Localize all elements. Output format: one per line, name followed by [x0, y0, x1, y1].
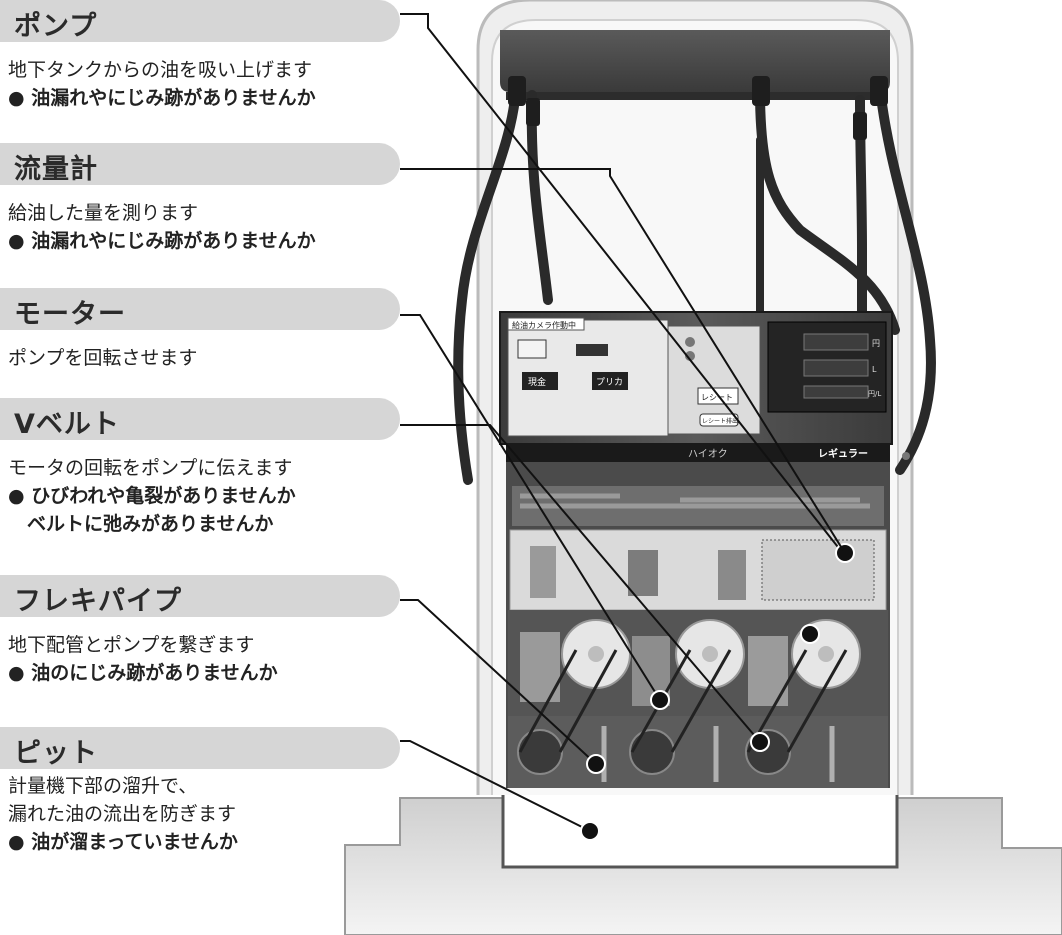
- grade-regular: レギュラー: [818, 447, 868, 460]
- btn-precard: プリカ: [596, 377, 623, 388]
- label-pill-1: ポンプ: [0, 0, 400, 42]
- leader-line-3: [400, 314, 661, 701]
- description-line: ベルトに弛みがありませんか: [8, 513, 274, 535]
- label-description-6: 計量機下部の溜升で、漏れた油の流出を防ぎます ● 油が溜まっていませんか: [8, 772, 238, 856]
- motor-pulleys: [517, 729, 791, 775]
- label-description-2: 給油した量を測ります ● 油漏れやにじみ跡がありませんか: [8, 199, 316, 255]
- leader-line-1: [400, 13, 846, 557]
- label-title: モーター: [14, 299, 126, 330]
- label-title: Vベルト: [14, 409, 120, 440]
- label-title: ピット: [14, 738, 98, 769]
- label-pill-6: ピット: [0, 727, 400, 769]
- label-title: 流量計: [14, 154, 98, 185]
- label-description-4: モータの回転をポンプに伝えます ● ひびわれや亀裂がありませんか ベルトに弛みがあ…: [8, 454, 296, 538]
- description-line: モータの回転をポンプに伝えます: [8, 457, 293, 479]
- description-line: 漏れた油の流出を防ぎます: [8, 803, 237, 825]
- leader-dot-3: [650, 690, 670, 710]
- btn-cash: 現金: [528, 376, 546, 388]
- grade-premium: ハイオク: [688, 448, 728, 460]
- label-pill-3: モーター: [0, 288, 400, 330]
- unit-yen-per-liter: 円/L: [868, 390, 881, 398]
- leader-line-5: [400, 599, 597, 765]
- leader-dot-5: [586, 754, 606, 774]
- description-line: ● 油が溜まっていませんか: [8, 831, 238, 853]
- unit-yen: 円: [872, 339, 880, 348]
- description-line: 地下タンクからの油を吸い上げます: [8, 59, 313, 81]
- camera-banner: 給油カメラ作動中: [512, 320, 576, 330]
- receipt-label: レシート: [701, 393, 733, 402]
- label-title: ポンプ: [14, 11, 98, 42]
- description-line: ● 油のにじみ跡がありませんか: [8, 662, 278, 684]
- description-line: ポンプを回転させます: [8, 347, 198, 369]
- label-description-5: 地下配管とポンプを繋ぎます ● 油のにじみ跡がありませんか: [8, 631, 278, 687]
- unit-liter: L: [872, 365, 877, 374]
- leader-line-4: [400, 424, 761, 743]
- leader-dot-1: [835, 543, 855, 563]
- label-pill-5: フレキパイプ: [0, 575, 400, 617]
- description-line: ● ひびわれや亀裂がありませんか: [8, 485, 296, 507]
- pit: [501, 783, 899, 869]
- leader-lines: [400, 13, 855, 841]
- description-line: ● 油漏れやにじみ跡がありませんか: [8, 230, 316, 252]
- label-description-1: 地下タンクからの油を吸い上げます ● 油漏れやにじみ跡がありませんか: [8, 56, 316, 112]
- description-line: ● 油漏れやにじみ跡がありませんか: [8, 87, 316, 109]
- label-description-3: ポンプを回転させます: [8, 344, 197, 372]
- leader-line-6: [400, 740, 591, 832]
- receipt-out: レシート排出: [702, 417, 738, 425]
- description-line: 計量機下部の溜升で、: [8, 775, 198, 797]
- leader-line-2: [400, 168, 844, 551]
- description-line: 給油した量を測ります: [8, 202, 199, 224]
- leader-dot-2: [800, 624, 820, 644]
- leader-dot-4: [750, 732, 770, 752]
- leader-dot-6: [580, 821, 600, 841]
- label-pill-2: 流量計: [0, 143, 400, 185]
- canopy: [500, 30, 890, 92]
- description-line: 地下配管とポンプを繋ぎます: [8, 634, 255, 656]
- label-pill-4: Vベルト: [0, 398, 400, 440]
- label-title: フレキパイプ: [14, 586, 182, 617]
